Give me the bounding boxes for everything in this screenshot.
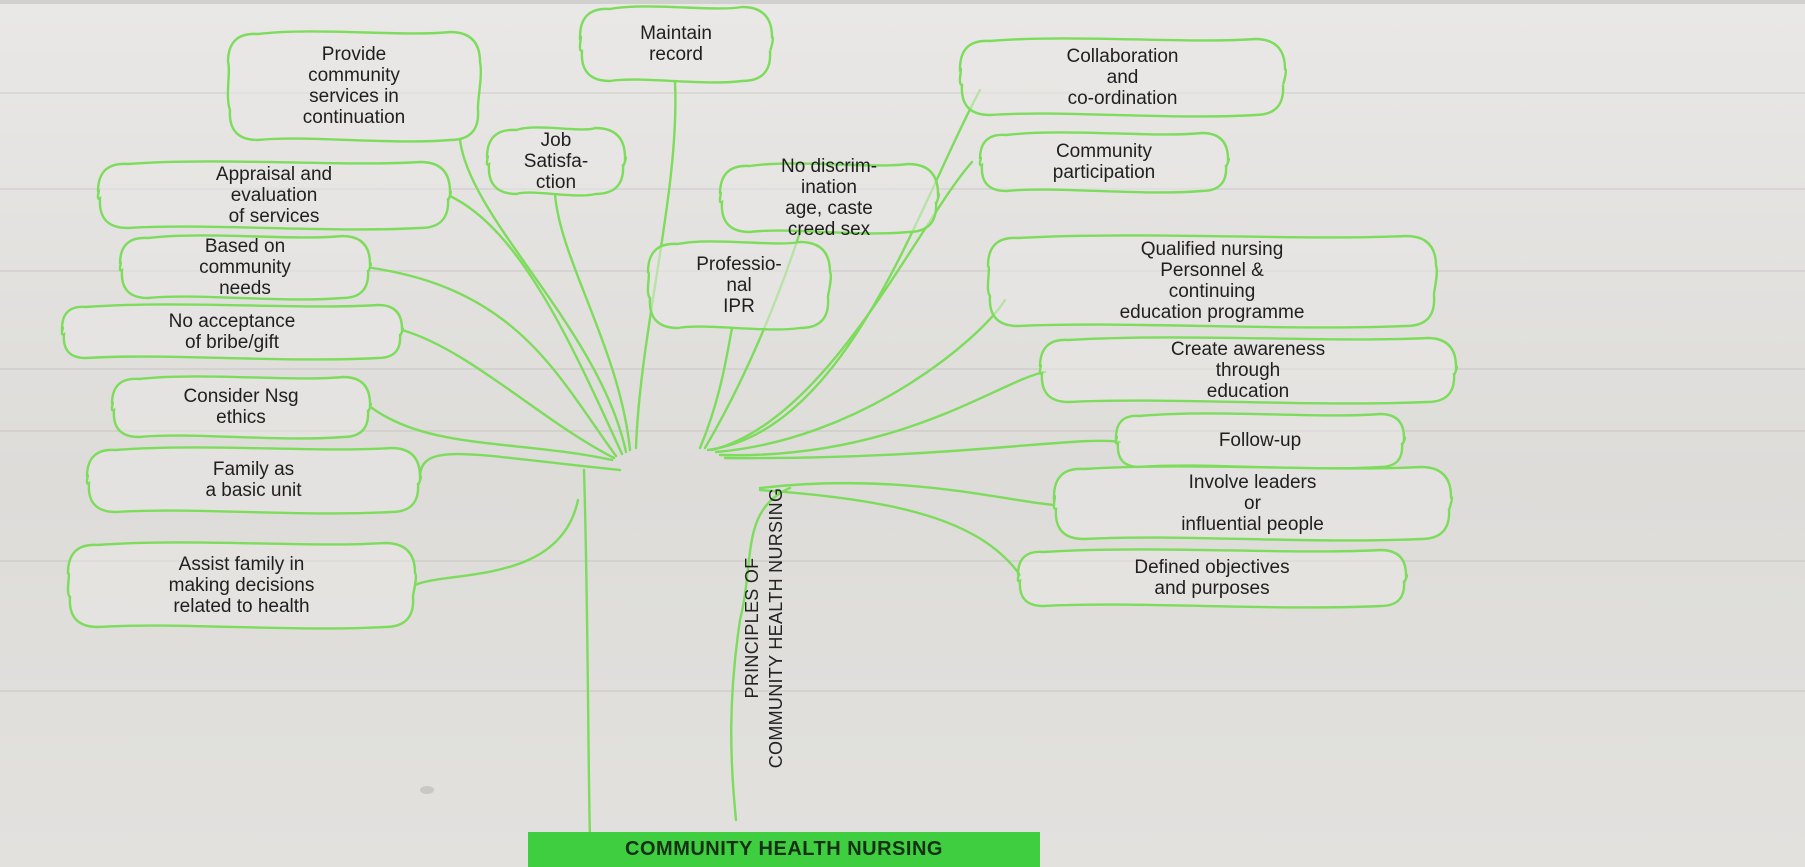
branch-line	[418, 452, 622, 480]
trunk-label-line1: PRINCIPLES OF	[742, 557, 762, 699]
branch-line	[730, 486, 792, 822]
scan-smudge	[420, 786, 434, 794]
top-border	[0, 0, 1805, 4]
branch-line	[714, 298, 1007, 454]
node-bubble-community-participation	[978, 131, 1231, 194]
node-bubble-no-bribe	[60, 303, 405, 361]
branch-line	[718, 370, 1047, 457]
node-bubble-collaboration-coordination	[958, 37, 1288, 118]
node-bubble-involve-leaders	[1052, 465, 1454, 542]
node-bubble-maintain-record	[578, 5, 775, 84]
node-bubble-family-basic-unit	[85, 446, 423, 515]
node-bubble-appraisal-evaluation	[96, 160, 453, 231]
node-bubble-no-discrimination	[718, 162, 941, 235]
node-bubble-create-awareness	[1038, 336, 1459, 405]
branch-line	[758, 488, 1022, 577]
node-bubble-job-satisfaction	[485, 126, 628, 197]
branch-line	[706, 88, 982, 452]
branch-line	[553, 192, 632, 452]
branch-line	[400, 328, 616, 460]
branch-line	[413, 498, 580, 587]
branch-line	[370, 266, 618, 458]
trunk-label-line2: COMMUNITY HEALTH NURSING	[766, 487, 786, 769]
node-bubble-nsg-ethics	[110, 375, 373, 440]
faint-text-line	[0, 92, 1805, 94]
node-text-follow-up: Follow-up	[1218, 430, 1302, 451]
branch-line	[370, 406, 614, 462]
branch-line	[582, 468, 592, 842]
node-bubble-assist-family	[66, 541, 418, 630]
branch-line	[723, 439, 1122, 460]
faint-text-line	[0, 270, 1805, 272]
footer-title: COMMUNITY HEALTH NURSING	[528, 832, 1040, 867]
node-bubble-qualified-personnel	[986, 234, 1439, 329]
branch-line	[698, 326, 734, 450]
node-bubble-professional-ipr	[646, 240, 833, 331]
node-bubble-defined-objectives	[1016, 548, 1409, 609]
faint-text-line	[0, 690, 1805, 692]
faint-text-line	[0, 560, 1805, 562]
node-bubble-based-on-needs	[118, 234, 373, 301]
node-bubble-provide-community-services	[226, 30, 483, 143]
faint-text-line	[0, 368, 1805, 370]
branch-line	[758, 481, 1056, 507]
faint-text-line	[0, 430, 1805, 432]
branch-line	[448, 194, 624, 456]
branch-line	[458, 138, 628, 454]
trunk-label: PRINCIPLES OF COMMUNITY HEALTH NURSING	[740, 488, 788, 769]
